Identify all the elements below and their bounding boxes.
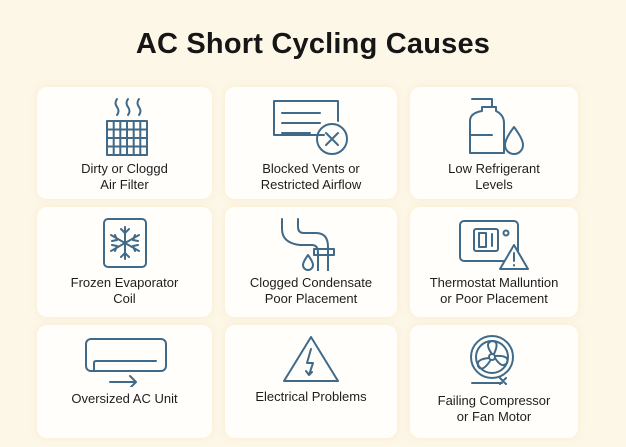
ac-unit-icon [80, 335, 170, 387]
page-title: AC Short Cycling Causes [135, 28, 491, 60]
cause-label: Thermostat Malluntion or Poor Placement [429, 275, 559, 306]
cause-label: Failing Compressor or Fan Motor [437, 393, 551, 424]
cause-card-failing-compressor: Failing Compressor or Fan Motor [410, 325, 578, 438]
cause-card-low-refrigerant: Low Refrigerant Levels [410, 87, 578, 199]
thermostat-warning-icon [454, 215, 534, 271]
blocked-vent-icon [268, 95, 354, 157]
cause-label: Dirty or Cloggd Air Filter [81, 161, 168, 192]
drain-pipe-icon [276, 215, 346, 271]
cause-card-dirty-filter: Dirty or Cloggd Air Filter [37, 87, 212, 199]
electrical-hazard-icon [279, 333, 343, 385]
cause-label: Electrical Problems [255, 389, 367, 404]
cause-label: Blocked Vents or Restricted Airflow [260, 161, 362, 192]
air-filter-icon [95, 95, 155, 157]
cause-card-frozen-coil: Frozen Evaporator Coil [37, 207, 212, 317]
cause-label: Oversized AC Unit [71, 391, 178, 406]
fan-icon [462, 333, 526, 389]
cause-card-electrical: Electrical Problems [225, 325, 397, 438]
cause-label: Low Refrigerant Levels [448, 161, 540, 192]
refrigerant-tank-icon [462, 95, 526, 157]
cause-label: Clogged Condensate Poor Placement [249, 275, 373, 306]
cause-label: Frozen Evaporator Coil [70, 275, 179, 306]
cause-card-thermostat: Thermostat Malluntion or Poor Placement [410, 207, 578, 317]
snowflake-icon [95, 215, 155, 271]
cause-card-blocked-vents: Blocked Vents or Restricted Airflow [225, 87, 397, 199]
cause-card-oversized-unit: Oversized AC Unit [37, 325, 212, 438]
cause-card-clogged-condensate: Clogged Condensate Poor Placement [225, 207, 397, 317]
